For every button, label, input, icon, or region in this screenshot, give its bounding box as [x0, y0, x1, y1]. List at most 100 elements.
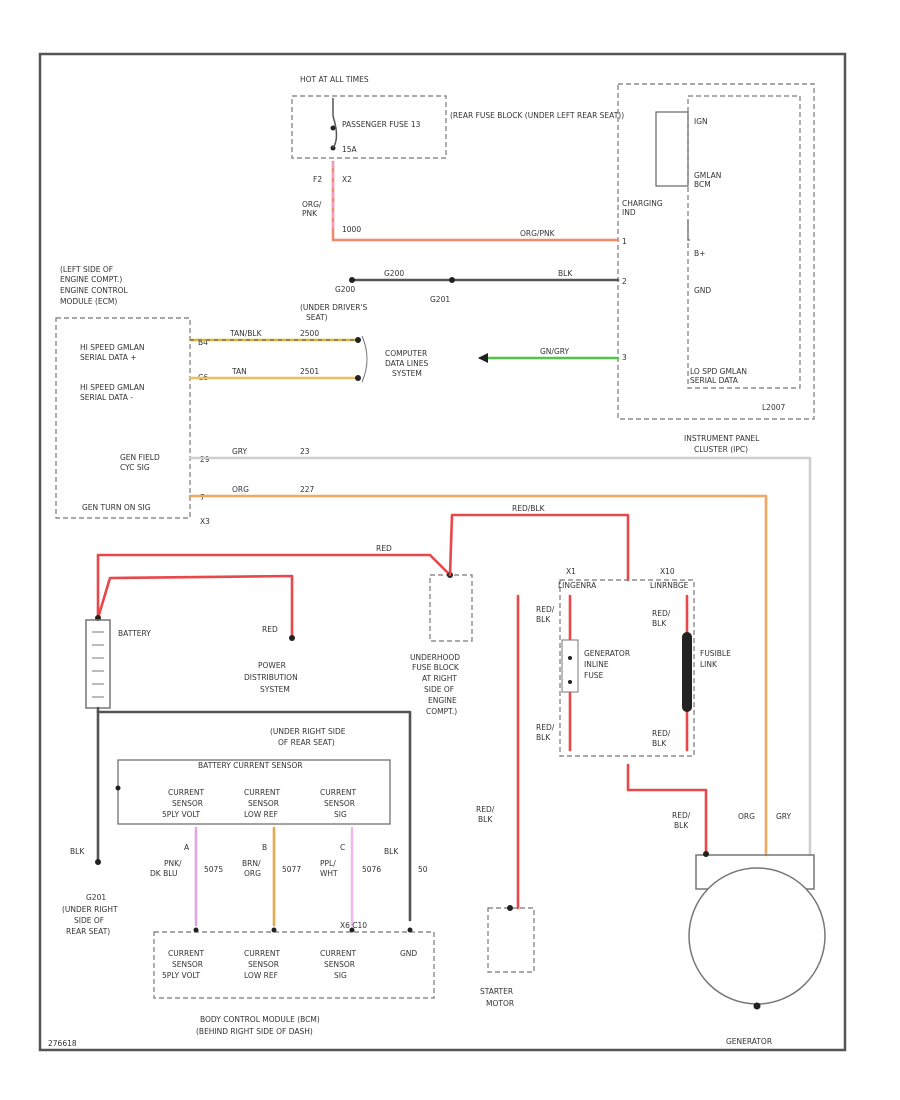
bcm2-label-b: SENSOR [248, 960, 279, 969]
x1-label-b: LINGENRA [558, 581, 597, 590]
wire-red-battery-ufb [96, 553, 452, 620]
ufb-label-f: COMPT.) [426, 707, 457, 716]
g200-location-b: SEAT) [306, 313, 328, 322]
battery-label: BATTERY [118, 629, 151, 638]
red-blk-label-h: BLK [652, 739, 667, 748]
red-blk-label-f: BLK [652, 619, 667, 628]
cdls-label-b: DATA LINES [385, 359, 428, 368]
org-label: ORG [232, 485, 249, 494]
wire-blk-bcm-gnd [96, 710, 412, 922]
gen-gry-label: GRY [776, 812, 792, 821]
bcm1-label-a: CURRENT [168, 949, 204, 958]
bcm1-label-c: 5PLY VOLT [162, 971, 200, 980]
ground-blk-label: BLK [558, 269, 573, 278]
tan-blk-label: TAN/BLK [229, 329, 263, 338]
sensor-pin-b: B [262, 843, 267, 852]
ipc-code-label: L2007 [762, 403, 785, 412]
gen-field-label-b: CYC SIG [120, 463, 150, 472]
connector-f2-label: F2 [313, 175, 322, 184]
bcm3-label-c: SIG [334, 971, 347, 980]
ign-label: IGN [694, 117, 708, 126]
sensor-pin-c: C [340, 843, 345, 852]
g201-top-label: G201 [430, 295, 450, 304]
brn-label-a: BRN/ [242, 859, 261, 868]
wire-5076-label: 5076 [362, 865, 381, 874]
cs1-label-a: CURRENT [168, 788, 204, 797]
starter-red-blk-a: RED/ [476, 805, 495, 814]
generator-fuse-assembly: X1 LINGENRA X10 LINRNBGE RED/ BLK GENERA… [536, 567, 731, 757]
starter-label-a: STARTER [480, 987, 513, 996]
red-blk-top-label: RED/BLK [512, 504, 546, 513]
wire-2501-label: 2501 [300, 367, 319, 376]
wire-227-label: 227 [300, 485, 315, 494]
body-control-module: CURRENT SENSOR 5PLY VOLT CURRENT SENSOR … [153, 921, 435, 999]
lo-spd-label-b: SERIAL DATA [690, 376, 739, 385]
cs2-label-b: SENSOR [248, 799, 279, 808]
ecm-label-a: (LEFT SIDE OF [60, 265, 113, 274]
g201-location-c: REAR SEAT) [66, 927, 110, 936]
battery: BATTERY [85, 619, 151, 709]
org-pnk-wire-label: ORG/PNK [520, 229, 556, 238]
ppl-label-a: PPL/ [320, 859, 336, 868]
ecm-x3-label: X3 [200, 517, 210, 526]
ufb-label-c: AT RIGHT [422, 674, 457, 683]
underseat-label-a: (UNDER RIGHT SIDE [270, 727, 346, 736]
red-blk-label-b: BLK [536, 615, 551, 624]
red-blk-label-e: RED/ [652, 609, 671, 618]
gen-org-label: ORG [738, 812, 755, 821]
wire-red-blk-generator [626, 763, 708, 854]
cs3-label-c: SIG [334, 810, 347, 819]
generator: ORG GRY GENERATOR [688, 812, 826, 1046]
blk-ground-label: BLK [70, 847, 85, 856]
fuse-name-label: PASSENGER FUSE 13 [342, 120, 421, 129]
rear-fuse-block: HOT AT ALL TIMES PASSENGER FUSE 13 15A (… [291, 75, 624, 159]
gen-red-blk-a: RED/ [672, 811, 691, 820]
ufb-label-b: FUSE BLOCK [412, 663, 460, 672]
bcm-gnd-label: GND [400, 949, 417, 958]
hs-serial-plus-b: SERIAL DATA + [80, 353, 137, 362]
bcm-caption-b: (BEHIND RIGHT SIDE OF DASH) [196, 1027, 313, 1036]
gen-red-blk-b: BLK [674, 821, 689, 830]
bcm1-label-b: SENSOR [172, 960, 203, 969]
bcm-gnd-blk-label: BLK [384, 847, 399, 856]
underhood-fuse-block: UNDERHOOD FUSE BLOCK AT RIGHT SIDE OF EN… [410, 572, 473, 716]
wire-org-pnk [331, 160, 620, 242]
g200-caption: G200 [335, 285, 355, 294]
wire-5075-label: 5075 [204, 865, 223, 874]
g201-label: G201 [86, 893, 106, 902]
wire-gry-gen-field [188, 456, 812, 857]
rear-fuse-block-label: (REAR FUSE BLOCK (UNDER LEFT REAR SEAT)) [450, 111, 624, 120]
ipc-pin-2: 2 [622, 277, 627, 286]
wire-red-blk-top [448, 513, 630, 582]
fusible-link-label-b: LINK [700, 660, 718, 669]
red-blk-label-d: BLK [536, 733, 551, 742]
cs3-label-a: CURRENT [320, 788, 356, 797]
pnk-label-b: DK BLU [150, 869, 178, 878]
fuse-rating-label: 15A [342, 145, 358, 154]
bcs-title: BATTERY CURRENT SENSOR [198, 761, 303, 770]
g200-location-a: (UNDER DRIVER'S [300, 303, 367, 312]
red-label-pds: RED [262, 625, 278, 634]
g201-location-a: (UNDER RIGHT [62, 905, 118, 914]
gen-fuse-label-c: FUSE [584, 671, 604, 680]
bcm3-label-b: SENSOR [324, 960, 355, 969]
cs1-label-c: 5PLY VOLT [162, 810, 200, 819]
battery-current-sensor: (UNDER RIGHT SIDE OF REAR SEAT) BATTERY … [115, 727, 391, 825]
lo-spd-label-a: LO SPD GMLAN [690, 367, 747, 376]
gen-fuse-label-a: GENERATOR [584, 649, 630, 658]
wire-23-label: 23 [300, 447, 310, 456]
org-pnk-label-b: PNK [302, 209, 318, 218]
wire-1000-label: 1000 [342, 225, 361, 234]
instrument-panel-cluster: IGN GMLAN BCM CHARGING IND B+ GND LO SPD… [617, 83, 815, 420]
wire-2500-label: 2500 [300, 329, 319, 338]
charging-ind-label-a: CHARGING [622, 199, 663, 208]
underseat-label-b: OF REAR SEAT) [278, 738, 335, 747]
x10-label-a: X10 [660, 567, 675, 576]
ecm-label-c: ENGINE CONTROL [60, 286, 129, 295]
red-blk-label-a: RED/ [536, 605, 555, 614]
cs1-label-b: SENSOR [172, 799, 203, 808]
ipc-pin-3: 3 [622, 353, 627, 362]
org-pnk-label-a: ORG/ [302, 200, 322, 209]
pds-label-b: DISTRIBUTION [244, 673, 298, 682]
